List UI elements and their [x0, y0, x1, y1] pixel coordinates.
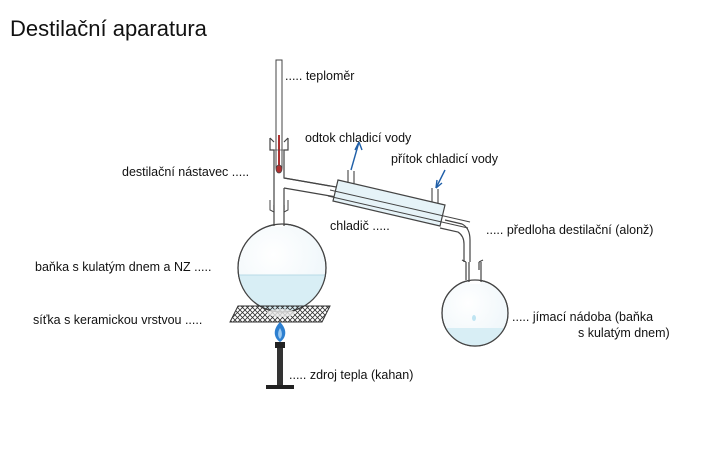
- label-coolant-in: přítok chladicí vody: [391, 152, 498, 166]
- label-gauze: síťka s keramickou vrstvou .....: [33, 313, 203, 327]
- label-burner: ..... zdroj tepla (kahan): [289, 368, 414, 382]
- coolant-in-arrow: [435, 169, 446, 189]
- label-receiver-line2: s kulatým dnem): [578, 326, 670, 340]
- label-adapter: ..... předloha destilační (alonž): [486, 223, 654, 237]
- coolant-out-arrow: [350, 141, 363, 171]
- burner: [266, 322, 294, 389]
- ceramic-gauze: [229, 305, 331, 323]
- label-receiver-line1: ..... jímací nádoba (baňka: [512, 310, 654, 324]
- condenser: [327, 170, 471, 229]
- receiver-flask: [441, 262, 509, 347]
- page-title: Destilační aparatura: [10, 16, 207, 41]
- side-arm: [283, 177, 343, 199]
- thermometer: [275, 59, 283, 174]
- round-bottom-flask: [237, 200, 327, 313]
- label-coolant-out: odtok chladicí vody: [305, 131, 412, 145]
- label-still-head: destilační nástavec .....: [122, 165, 250, 179]
- label-flask: baňka s kulatým dnem a NZ .....: [35, 260, 212, 274]
- label-condenser: chladič .....: [330, 219, 390, 233]
- label-thermometer: ..... teploměr: [285, 69, 355, 83]
